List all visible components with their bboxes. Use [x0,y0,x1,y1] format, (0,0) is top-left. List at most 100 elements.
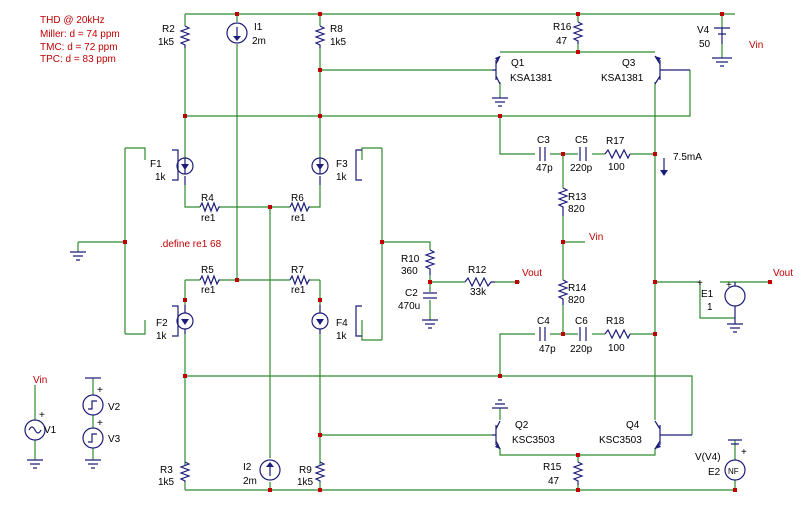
resistor-r6[interactable]: R6 re1 [289,193,310,224]
capacitor-c3[interactable]: C3 47p [536,135,553,174]
svg-text:re1: re1 [291,285,306,296]
svg-text:F3: F3 [336,159,348,170]
voltage-source-v2[interactable]: V2 + [82,385,121,416]
svg-text:R15: R15 [543,462,562,473]
svg-text:E1: E1 [701,289,714,300]
svg-text:+: + [726,280,732,291]
svg-text:47p: 47p [539,344,556,355]
fet-f2[interactable]: F2 1k [156,305,194,342]
svg-text:R14: R14 [568,283,587,294]
net-label-vin-left: Vin [33,375,47,386]
svg-text:220p: 220p [570,344,593,355]
svg-text:33k: 33k [470,287,487,298]
svg-text:R12: R12 [468,265,487,276]
svg-text:re1: re1 [291,213,306,224]
note-tmc: TMC: d = 72 ppm [40,42,118,53]
svg-text:1k5: 1k5 [297,477,314,488]
resistor-r18[interactable]: R18 100 [604,316,631,354]
svg-text:V1: V1 [44,425,57,436]
svg-text:+: + [697,278,703,289]
svg-text:R8: R8 [330,24,343,35]
svg-text:100: 100 [608,343,625,354]
fet-f3[interactable]: F3 1k [311,149,362,185]
resistor-r10[interactable]: R10 360 [401,249,436,277]
current-source-i1[interactable]: I1 2m [226,22,266,47]
resistor-r9[interactable]: R9 1k5 [297,461,326,488]
net-label-vout-right: Vout [773,268,793,279]
svg-text:R5: R5 [201,265,214,276]
resistor-r14[interactable]: R14 820 [557,279,587,306]
svg-text:+: + [97,418,103,429]
note-miller: Miller: d = 74 ppm [40,29,120,40]
capacitor-c2[interactable]: C2 470u [398,288,437,312]
svg-text:KSC3503: KSC3503 [599,435,642,446]
voltage-source-v3[interactable]: V3 + [82,418,121,449]
svg-text:+: + [97,385,103,396]
resistor-r3[interactable]: R3 1k5 [158,461,191,488]
resistor-r7[interactable]: R7 re1 [289,265,310,296]
resistor-r16[interactable]: R16 47 [553,21,584,47]
resistor-r5[interactable]: R5 re1 [199,265,220,296]
svg-text:F2: F2 [156,318,168,329]
svg-text:I1: I1 [254,22,263,33]
voltage-source-v1[interactable]: V1 + [24,410,57,441]
svg-text:R9: R9 [299,465,312,476]
svg-text:V2: V2 [108,402,121,413]
dependent-source-e1[interactable]: E1 1 + + [697,278,746,318]
svg-text:R16: R16 [553,22,572,33]
capacitor-c4[interactable]: C4 47p [537,316,556,355]
fet-f1[interactable]: F1 1k [150,149,194,185]
transistor-q2[interactable]: Q2 KSC3503 [492,420,555,450]
svg-text:C3: C3 [537,135,550,146]
resistor-r12[interactable]: R12 33k [464,265,495,298]
transistor-q4[interactable]: Q4 KSC3503 [599,420,692,450]
svg-text:1k: 1k [336,172,348,183]
svg-text:R2: R2 [162,24,175,35]
resistor-r17[interactable]: R17 100 [604,136,631,173]
resistor-r15[interactable]: R15 47 [543,461,584,487]
svg-text:47: 47 [556,36,568,47]
svg-text:Q4: Q4 [626,420,640,431]
svg-text:NF: NF [728,467,739,476]
svg-text:220p: 220p [570,163,593,174]
resistor-r13[interactable]: R13 820 [557,187,587,216]
transistor-q3[interactable]: Q3 KSA1381 [601,55,690,85]
ground-v2-v3 [85,377,101,469]
wires [34,13,770,491]
svg-text:R4: R4 [201,193,214,204]
transistor-q1[interactable]: Q1 KSA1381 [492,55,553,85]
ground-c2 [422,319,438,329]
ground-left-gate [70,251,86,261]
ground-e1 [727,318,743,333]
define-directive: .define re1 68 [160,239,222,250]
svg-text:+: + [741,447,747,458]
ground-v1 [27,459,43,469]
svg-text:Q2: Q2 [515,420,529,431]
svg-text:1k: 1k [336,331,348,342]
dependent-source-e2[interactable]: NF V(V4) E2 + [695,439,747,481]
resistor-r8[interactable]: R8 1k5 [314,24,347,48]
current-probe: 7.5mA [660,152,702,176]
svg-text:470u: 470u [398,301,420,312]
svg-text:V(V4): V(V4) [695,452,721,463]
capacitor-c6[interactable]: C6 220p [570,316,593,355]
current-source-i2[interactable]: I2 2m [243,459,281,487]
svg-text:R3: R3 [160,465,173,476]
svg-text:KSA1381: KSA1381 [510,73,553,84]
fet-f4[interactable]: F4 1k [311,305,362,342]
svg-text:C2: C2 [405,288,418,299]
net-label-vin-top: Vin [749,40,763,51]
svg-text:820: 820 [568,295,585,306]
svg-text:F4: F4 [336,318,348,329]
svg-text:1k: 1k [156,331,168,342]
svg-text:1k5: 1k5 [158,477,175,488]
capacitor-c5[interactable]: C5 220p [570,135,593,174]
svg-text:C6: C6 [575,316,588,327]
svg-text:360: 360 [401,266,418,277]
resistor-r2[interactable]: R2 1k5 [158,24,191,48]
svg-text:1k5: 1k5 [158,37,175,48]
resistor-r4[interactable]: R4 re1 [199,193,220,224]
svg-text:2m: 2m [243,476,257,487]
voltage-source-v4[interactable]: V4 50 [697,25,732,67]
